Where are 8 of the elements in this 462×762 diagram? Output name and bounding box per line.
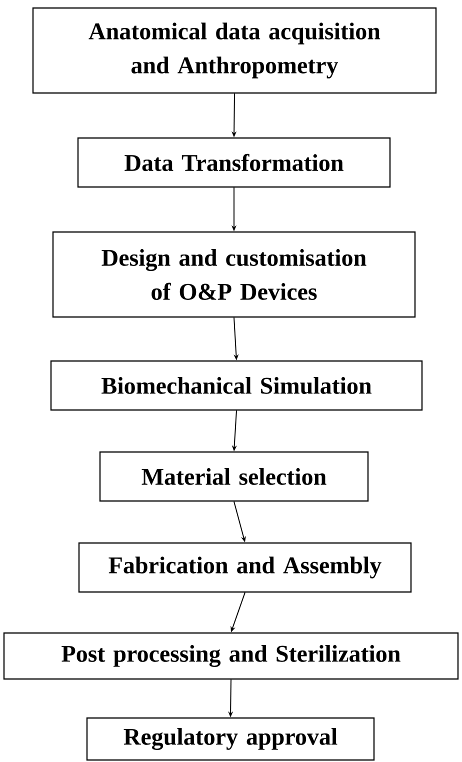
- process-box: Biomechanical Simulation: [50, 360, 423, 411]
- process-box: Post processing and Sterilization: [3, 632, 459, 680]
- process-box: Material selection: [99, 451, 369, 502]
- process-box: Design and customisation of O&P Devices: [52, 231, 416, 318]
- process-box: Fabrication and Assembly: [78, 542, 412, 593]
- process-box: Data Transformation: [77, 137, 391, 188]
- process-box: Anatomical data acquisition and Anthropometry: [32, 7, 437, 94]
- process-box: Regulatory approval: [86, 717, 375, 761]
